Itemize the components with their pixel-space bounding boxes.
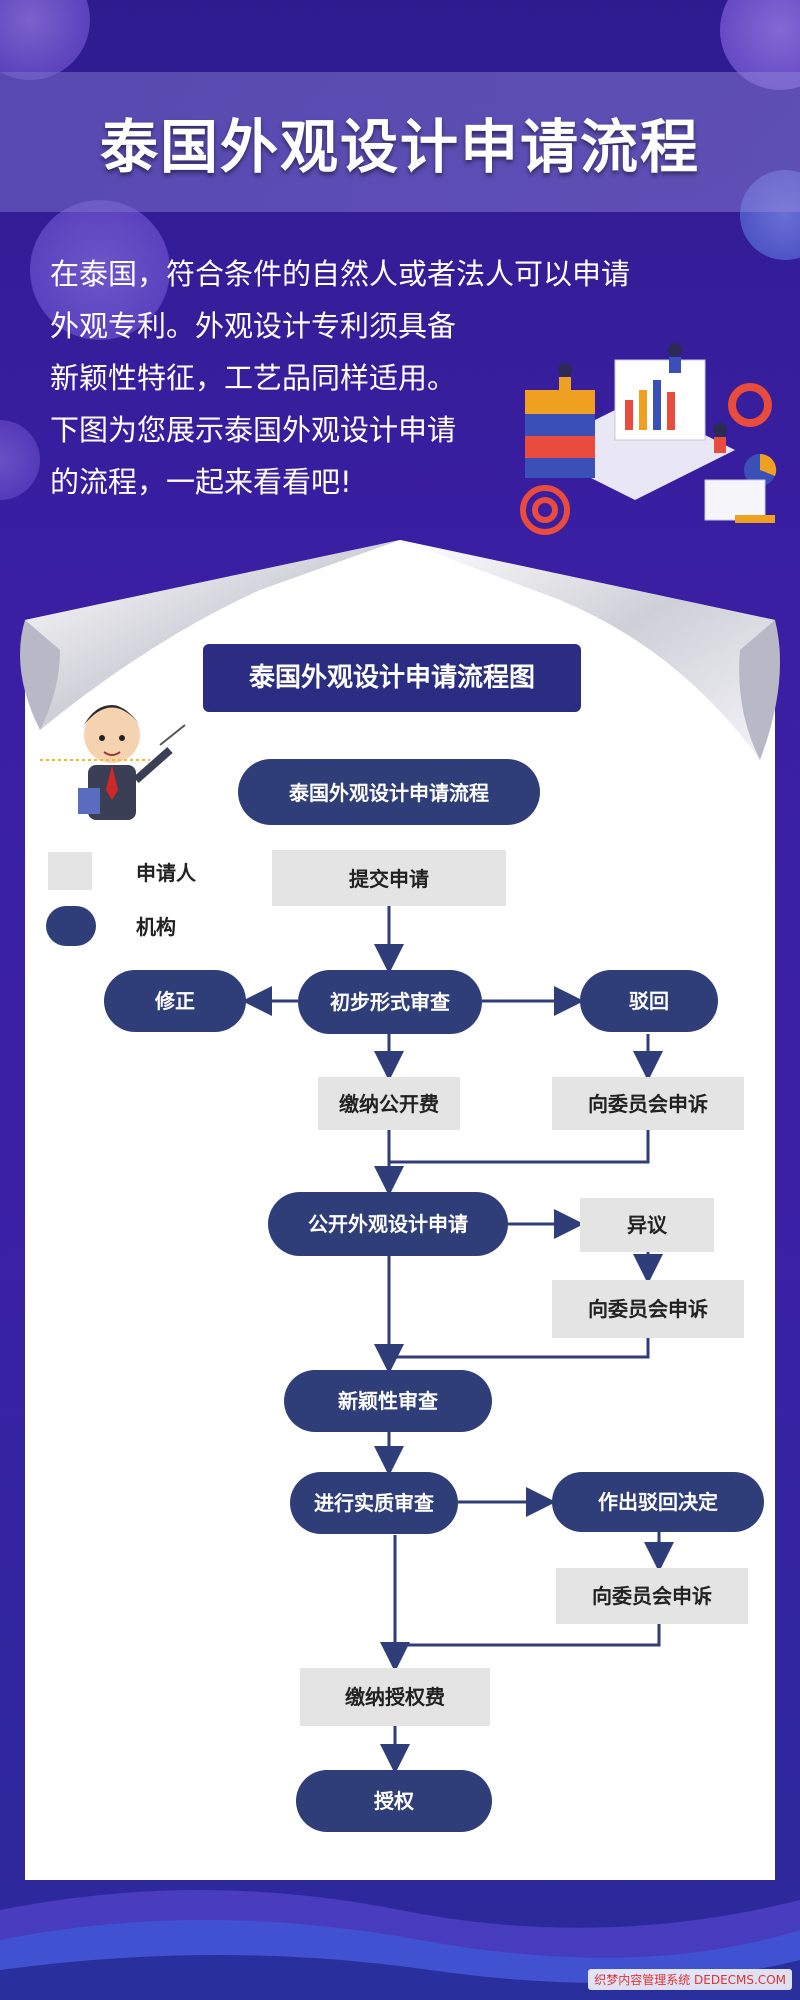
page-title: 泰国外观设计申请流程 (99, 113, 700, 181)
node-start: 泰国外观设计申请流程 (238, 759, 540, 825)
node-pay-publication-fee: 缴纳公开费 (318, 1077, 460, 1130)
office-illustration (520, 343, 777, 535)
svg-text:初步形式审查: 初步形式审查 (330, 990, 450, 1014)
node-pay-grant-fee: 缴纳授权费 (300, 1668, 490, 1726)
svg-text:异议: 异议 (627, 1213, 668, 1237)
node-reject: 驳回 (580, 970, 718, 1032)
svg-text:缴纳授权费: 缴纳授权费 (345, 1685, 445, 1709)
svg-text:公开外观设计申请: 公开外观设计申请 (308, 1212, 468, 1236)
intro-line: 新颖性特征，工艺品同样适用。 (50, 361, 457, 395)
svg-text:提交申请: 提交申请 (349, 867, 429, 891)
svg-text:作出驳回决定: 作出驳回决定 (598, 1490, 718, 1514)
node-appeal-2: 向委员会申诉 (552, 1280, 744, 1338)
diagram-title: 泰国外观设计申请流程图 (203, 644, 581, 712)
intro-line: 下图为您展示泰国外观设计申请 (50, 413, 457, 447)
svg-text:泰国外观设计申请流程: 泰国外观设计申请流程 (288, 781, 489, 805)
mascot-icon (40, 705, 186, 820)
intro-line: 在泰国，符合条件的自然人或者法人可以申请 (50, 257, 631, 291)
node-prelim-review: 初步形式审查 (298, 970, 482, 1034)
legend-institution-swatch (46, 906, 96, 946)
node-grant: 授权 (296, 1770, 492, 1832)
node-novelty-review: 新颖性审查 (284, 1370, 492, 1432)
svg-text:向委员会申诉: 向委员会申诉 (592, 1584, 712, 1608)
svg-text:缴纳公开费: 缴纳公开费 (339, 1092, 439, 1116)
legend-applicant-swatch (48, 852, 92, 890)
svg-text:进行实质审查: 进行实质审查 (314, 1491, 434, 1515)
svg-text:授权: 授权 (374, 1789, 415, 1813)
intro-line: 的流程，一起来看看吧! (50, 465, 352, 499)
svg-text:修正: 修正 (154, 989, 195, 1013)
title-band (0, 72, 800, 212)
svg-text:向委员会申诉: 向委员会申诉 (588, 1092, 708, 1116)
footer-brand: 织梦内容管理系统 DEDECMS.COM (588, 1969, 792, 1990)
svg-text:新颖性审查: 新颖性审查 (338, 1389, 438, 1413)
node-correction: 修正 (104, 970, 246, 1032)
intro-text: 在泰国，符合条件的自然人或者法人可以申请 外观专利。外观设计专利须具备 新颖性特… (50, 248, 690, 508)
node-appeal-1: 向委员会申诉 (552, 1077, 744, 1130)
svg-text:驳回: 驳回 (629, 989, 669, 1013)
node-publish: 公开外观设计申请 (268, 1192, 508, 1256)
legend-applicant-label: 申请人 (136, 861, 197, 885)
node-substantive-review: 进行实质审查 (290, 1472, 458, 1534)
node-appeal-3: 向委员会申诉 (556, 1568, 748, 1624)
node-reject-decision: 作出驳回决定 (552, 1472, 764, 1532)
intro-line: 外观专利。外观设计专利须具备 (50, 309, 457, 343)
legend-institution-label: 机构 (136, 915, 176, 939)
node-submit: 提交申请 (272, 850, 506, 906)
node-objection: 异议 (580, 1198, 714, 1252)
decor-circle (30, 200, 170, 340)
svg-text:向委员会申诉: 向委员会申诉 (588, 1297, 708, 1321)
